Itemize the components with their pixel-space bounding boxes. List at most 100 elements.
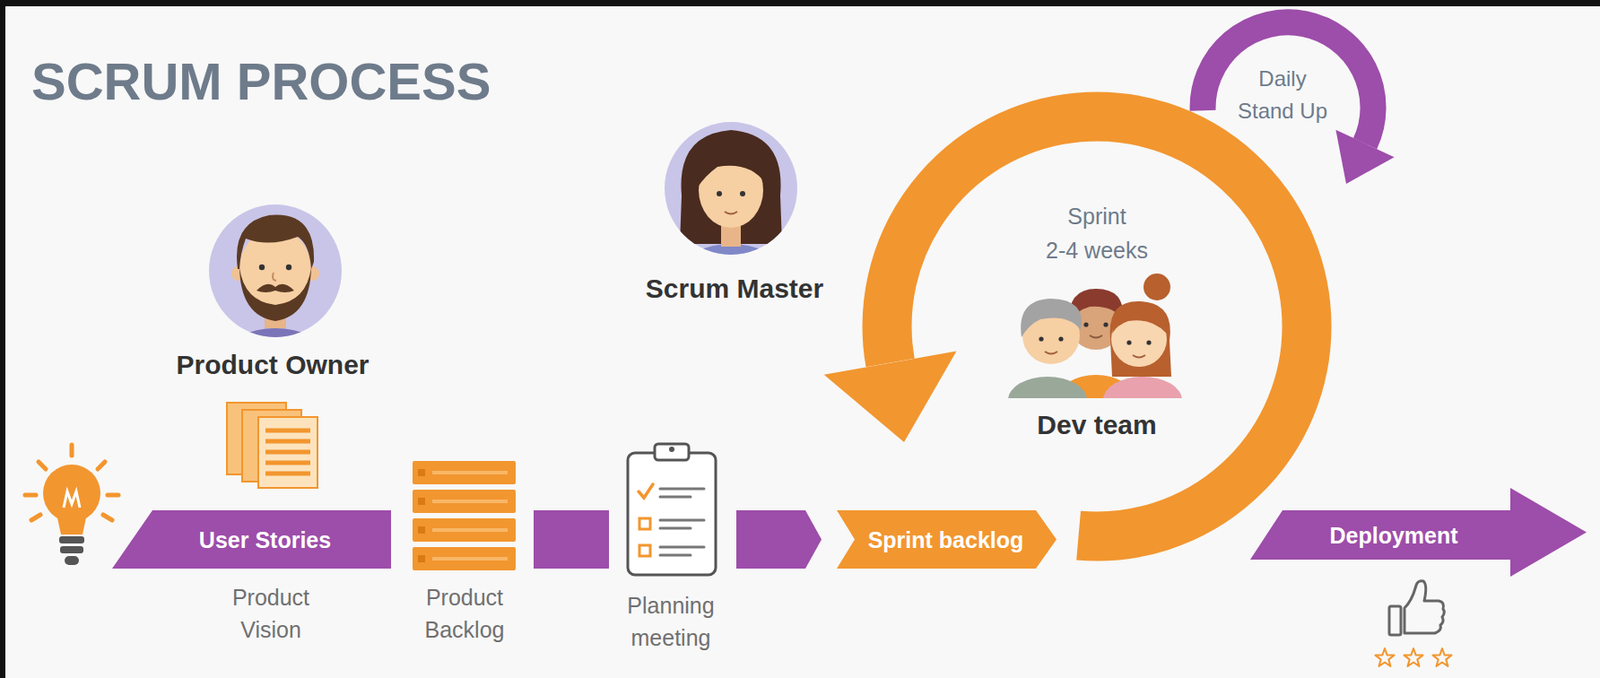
- product-backlog-icon-part-part: [432, 499, 508, 504]
- dev-team-figure-part-part: [1038, 336, 1044, 341]
- node-label: Sprint backlog: [868, 526, 1025, 554]
- role-name: Product Owner: [175, 348, 369, 382]
- planning-clipboard-icon-part: [639, 518, 651, 530]
- node-text-box: User Stories: [147, 510, 383, 569]
- product-backlog-icon-part-part: [432, 470, 508, 475]
- user-stories-icon: [226, 402, 318, 488]
- product-owner-avatar-part-part: [236, 215, 314, 270]
- planning-clipboard-icon-part-part: [660, 527, 691, 531]
- dev-team-figure-part-part: [1110, 301, 1172, 377]
- sprint-loop-arrow-part: [886, 116, 1307, 537]
- rating-icon-part-part: [1389, 606, 1401, 635]
- dev-team-figure-part-part: [1103, 321, 1108, 327]
- deployment-arrow: Deployment: [1250, 487, 1587, 577]
- dev-team-figure-part: [1008, 273, 1183, 399]
- lightbulb-icon-part: [63, 491, 80, 508]
- lightbulb-icon-part-part: [69, 444, 75, 456]
- product-owner-avatar-part: [208, 204, 342, 338]
- page-title: SCRUM PROCESS: [31, 50, 491, 114]
- node-label: User Stories: [199, 526, 331, 554]
- scrum-master-avatar-part: [664, 121, 798, 255]
- product-backlog-icon-part: [432, 470, 508, 561]
- rating-icon-part-part: [1404, 581, 1444, 634]
- dev-team-figure-part-part: [1008, 376, 1087, 399]
- product-backlog-icon-part: [412, 547, 516, 571]
- dev-team-figure-part-part: [1083, 321, 1088, 327]
- planning-clipboard-icon-part: [639, 545, 651, 557]
- lightbulb-icon-part: [64, 556, 79, 566]
- product-owner-avatar-part-part: [239, 267, 312, 322]
- user-stories-icon-part: [265, 430, 311, 474]
- planning-clipboard-icon-part-part: [660, 546, 705, 549]
- product-backlog-icon-part: [417, 469, 426, 563]
- role-name: Scrum Master: [645, 272, 824, 305]
- scrum-master-avatar-part-part: [739, 191, 746, 197]
- lightbulb-icon-part-part: [31, 514, 41, 521]
- user-stories-icon-part-part: [265, 439, 311, 444]
- node-label: Deployment: [1329, 521, 1458, 549]
- product-backlog-icon-part-part: [432, 528, 508, 532]
- rating-icon: [1375, 581, 1453, 667]
- product-backlog-icon-part-part: [417, 526, 426, 534]
- rating-icon-part-part: [1375, 648, 1395, 667]
- step-caption: Product Vision: [232, 581, 310, 646]
- lightbulb-icon-part-part: [25, 493, 36, 498]
- lightbulb-icon-part-part: [38, 461, 46, 470]
- user-stories-icon-part-part: [265, 460, 311, 466]
- planning-clipboard-icon-part: [669, 446, 675, 453]
- node-text-box: Sprint backlog: [856, 510, 1035, 569]
- product-backlog-icon-part-part: [417, 469, 426, 477]
- scrum-master-avatar-part-part: [696, 145, 766, 189]
- daily-standup-arc-part: [1335, 130, 1394, 184]
- user-stories-icon-part-part: [265, 428, 311, 434]
- sprint-length: 2-4 weeks: [1045, 233, 1148, 268]
- lightbulb-icon-part: [55, 509, 88, 535]
- sprint-backlog-chevron-outline: [836, 510, 1057, 569]
- product-owner-avatar-part-part: [286, 264, 292, 270]
- dev-team-figure-part-part: [1132, 355, 1146, 358]
- dev-team-figure: [1008, 273, 1183, 424]
- product-backlog-icon-part-part: [417, 497, 426, 505]
- sprint-label: Sprint: [1067, 199, 1126, 234]
- product-backlog-icon-part-part: [432, 556, 508, 561]
- lightbulb-icon: [25, 444, 119, 566]
- planning-clipboard-icon-part: [660, 488, 705, 556]
- planning-clipboard-icon-part-part: [660, 554, 691, 557]
- dev-team-figure-part-part: [1058, 336, 1063, 341]
- screen-edge-part: [0, 0, 6, 678]
- user-stories-icon-part-part: [265, 471, 311, 477]
- product-backlog-icon-part: [412, 489, 516, 514]
- user-stories-icon-part-part: [265, 450, 311, 455]
- lightbulb-icon-part-part: [107, 493, 119, 498]
- user-stories-band: User Stories: [112, 510, 392, 569]
- product-backlog-icon-part: [412, 518, 516, 542]
- product-owner-avatar-part-part: [259, 264, 265, 270]
- planning-clipboard-icon-part-part: [660, 519, 705, 522]
- scrum-master-avatar-part-part: [679, 130, 783, 244]
- planning-clipboard-icon-part: [627, 452, 716, 575]
- daily-standup-arc-part: [1202, 22, 1374, 144]
- planning-clipboard-icon-part: [638, 484, 653, 498]
- planning-clipboard-icon-part-part: [660, 487, 705, 491]
- screen-edge-part: [0, 0, 1600, 7]
- scrum-master-avatar-part: [679, 130, 783, 295]
- scrum-master-avatar: [664, 121, 798, 295]
- flow-track-part: [533, 510, 609, 569]
- scrum-master-avatar-part-part: [716, 191, 722, 197]
- lightbulb-icon-part: [60, 546, 84, 554]
- lightbulb-icon-part-part: [103, 514, 113, 521]
- product-owner-avatar-part-part: [256, 284, 295, 293]
- product-owner-avatar-part-part: [272, 272, 277, 281]
- planning-clipboard-icon-part: [654, 443, 689, 461]
- lightbulb-icon-part: [59, 536, 85, 544]
- user-stories-icon-part: [258, 417, 318, 488]
- dev-team-figure-part-part: [1103, 376, 1183, 399]
- planning-clipboard-icon: [627, 443, 716, 575]
- flow-track-part: [736, 510, 822, 569]
- event-label: Daily Stand Up: [1232, 62, 1333, 128]
- product-backlog-icon-part: [412, 460, 516, 485]
- sprint-loop-arrow: [824, 116, 1307, 537]
- rating-icon-part-part: [1404, 648, 1424, 667]
